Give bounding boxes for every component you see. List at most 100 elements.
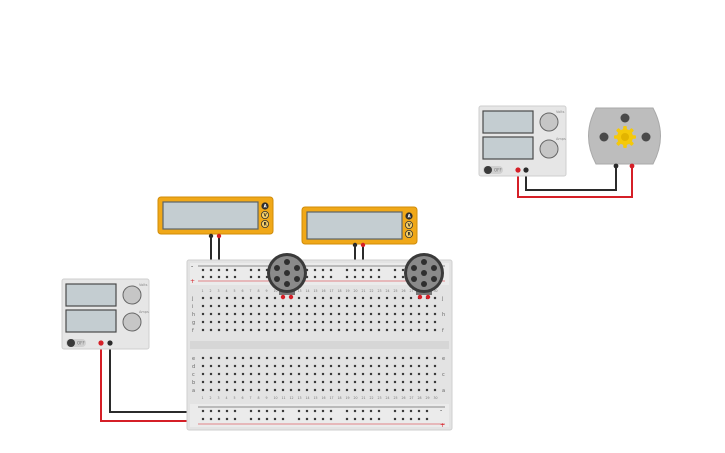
- breadboard-hole[interactable]: [241, 328, 245, 332]
- breadboard-hole[interactable]: [233, 328, 237, 332]
- breadboard-hole[interactable]: [393, 356, 397, 360]
- rail-hole[interactable]: [345, 417, 349, 421]
- breadboard-hole[interactable]: [289, 364, 293, 368]
- breadboard-hole[interactable]: [385, 320, 389, 324]
- breadboard-hole[interactable]: [361, 328, 365, 332]
- rail-hole[interactable]: [281, 409, 285, 413]
- breadboard-hole[interactable]: [393, 364, 397, 368]
- breadboard-hole[interactable]: [297, 296, 301, 300]
- rail-hole[interactable]: [417, 409, 421, 413]
- rail-hole[interactable]: [321, 275, 325, 279]
- rail-hole[interactable]: [321, 409, 325, 413]
- breadboard-hole[interactable]: [401, 312, 405, 316]
- breadboard-hole[interactable]: [377, 312, 381, 316]
- rail-hole[interactable]: [209, 409, 213, 413]
- breadboard-hole[interactable]: [217, 328, 221, 332]
- breadboard-hole[interactable]: [361, 312, 365, 316]
- breadboard-hole[interactable]: [201, 356, 205, 360]
- breadboard-hole[interactable]: [225, 364, 229, 368]
- breadboard-hole[interactable]: [225, 304, 229, 308]
- rail-hole[interactable]: [297, 409, 301, 413]
- rail-hole[interactable]: [425, 409, 429, 413]
- rail-hole[interactable]: [417, 417, 421, 421]
- breadboard-hole[interactable]: [313, 320, 317, 324]
- breadboard-hole[interactable]: [249, 364, 253, 368]
- rail-hole[interactable]: [321, 417, 325, 421]
- multimeter-right-pos-terminal[interactable]: [360, 242, 366, 248]
- rail-hole[interactable]: [233, 409, 237, 413]
- breadboard-hole[interactable]: [337, 380, 341, 384]
- rail-hole[interactable]: [401, 268, 405, 272]
- breadboard-hole[interactable]: [289, 312, 293, 316]
- multimeter-right-mode-v[interactable]: [404, 220, 413, 229]
- pot-right-pin-wiper[interactable]: [417, 294, 423, 300]
- breadboard-hole[interactable]: [273, 388, 277, 392]
- breadboard-hole[interactable]: [345, 304, 349, 308]
- breadboard-hole[interactable]: [289, 304, 293, 308]
- multimeter-left[interactable]: A V R: [157, 196, 274, 239]
- rail-hole[interactable]: [257, 268, 261, 272]
- breadboard-hole[interactable]: [257, 380, 261, 384]
- breadboard-hole[interactable]: [257, 328, 261, 332]
- breadboard-hole[interactable]: [433, 296, 437, 300]
- breadboard-hole[interactable]: [321, 364, 325, 368]
- rail-hole[interactable]: [313, 417, 317, 421]
- breadboard-hole[interactable]: [369, 320, 373, 324]
- breadboard-hole[interactable]: [265, 328, 269, 332]
- rail-hole[interactable]: [361, 275, 365, 279]
- breadboard-hole[interactable]: [209, 304, 213, 308]
- breadboard-hole[interactable]: [297, 356, 301, 360]
- breadboard-hole[interactable]: [281, 304, 285, 308]
- breadboard-hole[interactable]: [249, 320, 253, 324]
- breadboard[interactable]: - + - + j i h g f e d c b a j h f e c a: [186, 259, 453, 431]
- breadboard-hole[interactable]: [425, 388, 429, 392]
- breadboard-hole[interactable]: [409, 320, 413, 324]
- breadboard-hole[interactable]: [345, 364, 349, 368]
- breadboard-hole[interactable]: [385, 364, 389, 368]
- breadboard-hole[interactable]: [401, 304, 405, 308]
- breadboard-hole[interactable]: [225, 320, 229, 324]
- breadboard-hole[interactable]: [393, 388, 397, 392]
- breadboard-hole[interactable]: [425, 328, 429, 332]
- breadboard-hole[interactable]: [385, 356, 389, 360]
- supply-left-current-knob[interactable]: [122, 312, 142, 332]
- breadboard-hole[interactable]: [273, 312, 277, 316]
- breadboard-hole[interactable]: [377, 364, 381, 368]
- supply-left-pos-terminal[interactable]: [98, 340, 104, 346]
- breadboard-hole[interactable]: [345, 312, 349, 316]
- rail-hole[interactable]: [201, 268, 205, 272]
- potentiometer-right[interactable]: [404, 253, 444, 300]
- breadboard-hole[interactable]: [369, 296, 373, 300]
- breadboard-hole[interactable]: [289, 356, 293, 360]
- breadboard-hole[interactable]: [233, 388, 237, 392]
- breadboard-hole[interactable]: [249, 304, 253, 308]
- breadboard-hole[interactable]: [393, 380, 397, 384]
- breadboard-hole[interactable]: [217, 312, 221, 316]
- breadboard-hole[interactable]: [329, 328, 333, 332]
- breadboard-hole[interactable]: [233, 372, 237, 376]
- rail-hole[interactable]: [369, 268, 373, 272]
- breadboard-hole[interactable]: [273, 356, 277, 360]
- multimeter-left-mode-a[interactable]: [261, 202, 269, 210]
- breadboard-hole[interactable]: [265, 372, 269, 376]
- breadboard-hole[interactable]: [297, 388, 301, 392]
- breadboard-hole[interactable]: [265, 312, 269, 316]
- breadboard-hole[interactable]: [297, 304, 301, 308]
- pot-right-pin-end[interactable]: [425, 294, 431, 300]
- breadboard-hole[interactable]: [345, 380, 349, 384]
- breadboard-hole[interactable]: [313, 388, 317, 392]
- breadboard-hole[interactable]: [289, 380, 293, 384]
- breadboard-hole[interactable]: [329, 388, 333, 392]
- breadboard-hole[interactable]: [273, 328, 277, 332]
- breadboard-hole[interactable]: [353, 388, 357, 392]
- breadboard-hole[interactable]: [361, 356, 365, 360]
- breadboard-hole[interactable]: [337, 364, 341, 368]
- breadboard-hole[interactable]: [305, 380, 309, 384]
- rail-hole[interactable]: [217, 409, 221, 413]
- rail-hole[interactable]: [249, 268, 253, 272]
- power-supply-right[interactable]: Volts Amps OFF: [478, 105, 567, 177]
- rail-hole[interactable]: [377, 268, 381, 272]
- breadboard-hole[interactable]: [369, 372, 373, 376]
- breadboard-hole[interactable]: [281, 320, 285, 324]
- breadboard-hole[interactable]: [241, 320, 245, 324]
